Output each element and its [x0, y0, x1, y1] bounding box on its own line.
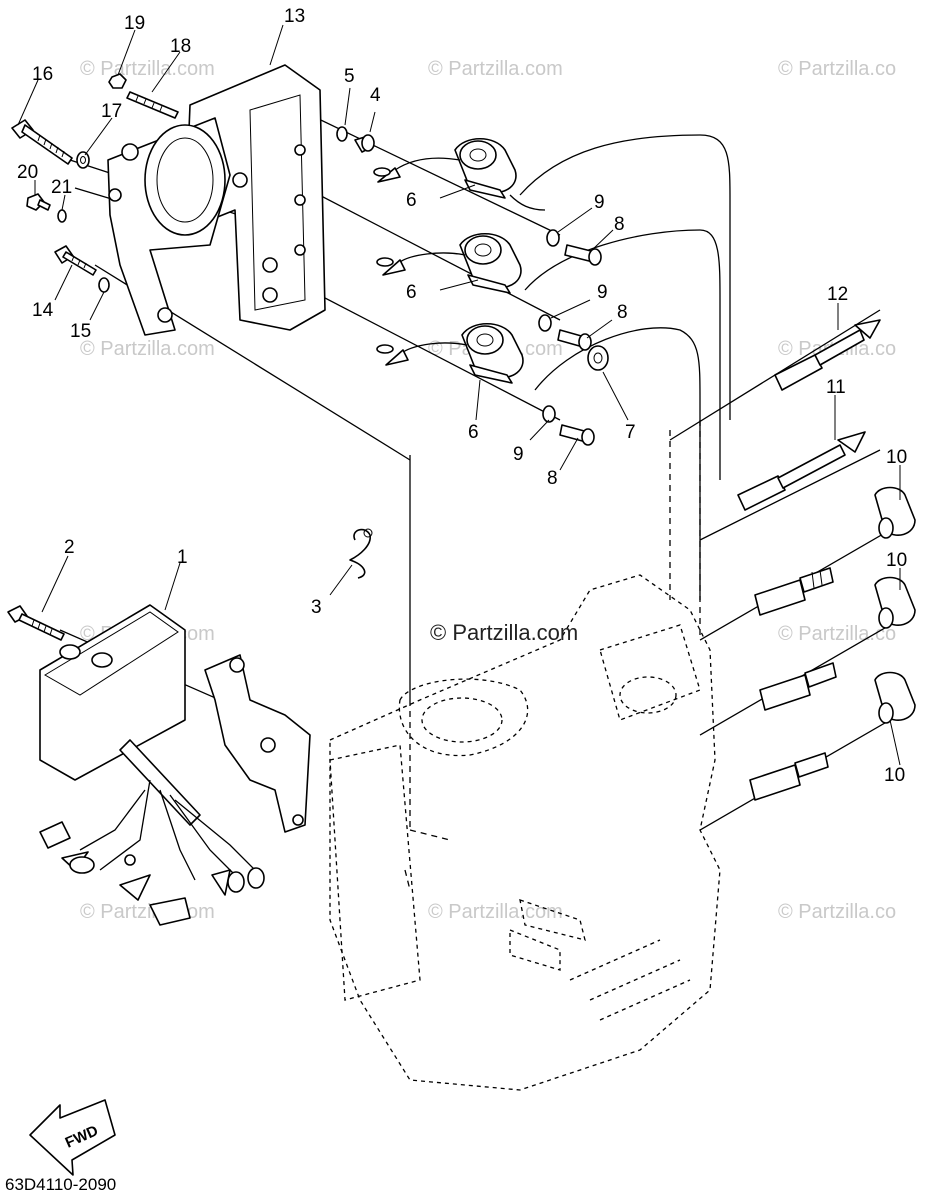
watermark-text: © Partzilla.co [778, 623, 896, 645]
bolt-2 [7, 605, 65, 641]
callout-3: 3 [311, 597, 322, 618]
callout-19: 19 [124, 13, 145, 34]
ignition-coil [376, 233, 522, 294]
callout-11: 11 [826, 377, 846, 398]
watermark-text: © Partzilla.com [80, 58, 215, 80]
watermark-text: © Partzilla.com [428, 901, 563, 923]
callout-8: 8 [617, 302, 628, 323]
callout-12: 12 [827, 284, 848, 305]
callout-20: 20 [17, 162, 38, 183]
callouts: 1 2 3 4 5 6 6 6 7 8 8 8 9 9 9 10 10 10 1… [17, 6, 907, 786]
callout-2: 2 [64, 537, 75, 558]
bolt-16 [11, 119, 73, 165]
bracket-plate [204, 654, 311, 833]
bolt-4 [354, 134, 375, 153]
lead-wire-12 [774, 319, 881, 391]
lead-wire-11 [737, 431, 866, 511]
callout-21: 21 [51, 177, 72, 198]
washer-9 [538, 314, 552, 332]
callout-18: 18 [170, 36, 191, 57]
washer-15 [98, 277, 110, 293]
watermark-text: © Partzilla.com [80, 901, 215, 923]
ignition-coil [373, 138, 546, 211]
callout-8: 8 [547, 468, 558, 489]
callout-7: 7 [625, 422, 636, 443]
callout-9: 9 [513, 444, 524, 465]
watermark-text: © Partzilla.com [80, 338, 215, 360]
spark-plug [754, 567, 834, 616]
ignition-coil [376, 323, 524, 384]
plug-cap [874, 486, 916, 539]
stud-18 [126, 91, 179, 119]
callout-4: 4 [370, 85, 381, 106]
spark-plug [759, 662, 837, 711]
washer-9 [542, 405, 556, 423]
fwd-arrow: FWD [29, 1099, 116, 1176]
callout-9: 9 [597, 282, 608, 303]
callout-6: 6 [468, 422, 479, 443]
bolt-8 [557, 329, 592, 351]
callout-9: 9 [594, 192, 605, 213]
callout-17: 17 [101, 101, 122, 122]
callout-1: 1 [177, 547, 188, 568]
callout-15: 15 [70, 321, 91, 342]
callout-leaders [17, 24, 901, 766]
bolt-14 [54, 245, 97, 276]
nut-19 [108, 73, 127, 89]
callout-13: 13 [284, 6, 305, 27]
bolt-20 [26, 193, 51, 211]
watermark-text: © Partzilla.com [428, 58, 563, 80]
main-watermark-text: © Partzilla.com [430, 620, 578, 645]
washer-17 [76, 151, 90, 169]
callout-8: 8 [614, 214, 625, 235]
plug-cap [874, 576, 916, 629]
bolt-8 [564, 244, 602, 266]
callout-10: 10 [886, 447, 907, 468]
spark-plug [749, 752, 829, 801]
callout-10: 10 [886, 550, 907, 571]
washer-9 [546, 229, 560, 247]
callout-6: 6 [406, 190, 417, 211]
callout-10: 10 [884, 765, 905, 786]
grommet-7 [587, 345, 609, 371]
washer-21 [57, 209, 67, 223]
watermark-text: © Partzilla.co [778, 901, 896, 923]
bolt-8 [559, 424, 595, 446]
clip-3 [349, 528, 373, 579]
watermark-text: © Partzilla.co [778, 58, 896, 80]
plug-cap [874, 671, 916, 724]
mounting-bracket-arm [107, 117, 231, 336]
cylinder-head-outline [329, 574, 721, 1091]
diagram-code: 63D4110-2090 [5, 1175, 116, 1194]
callout-16: 16 [32, 64, 53, 85]
cdi-unit [39, 604, 265, 926]
callout-14: 14 [32, 300, 54, 321]
callout-5: 5 [344, 66, 355, 87]
callout-6: 6 [406, 282, 417, 303]
washer-5 [336, 126, 348, 142]
